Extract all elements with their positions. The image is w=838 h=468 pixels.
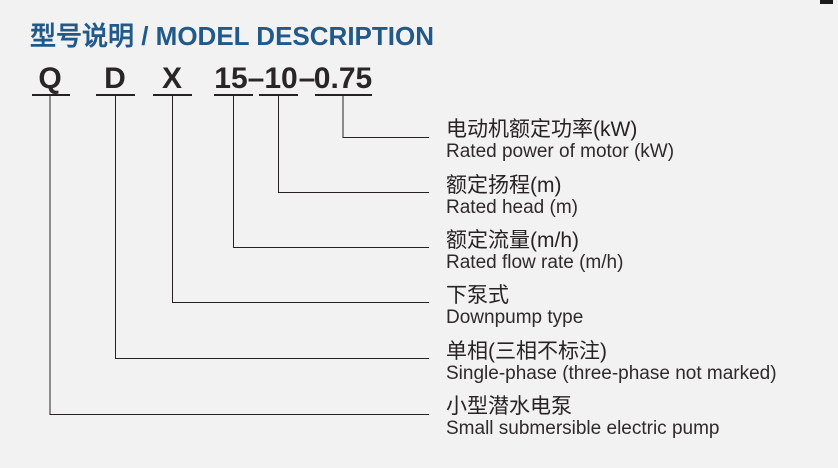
legend-label-en: Rated flow rate (m/h) [446,252,624,273]
legend-item-15: 额定流量(m/h)Rated flow rate (m/h) [446,230,623,273]
legend-item-D: 单相(三相不标注)Single-phase (three-phase not m… [446,341,777,384]
legend-label-zh: 额定扬程(m) [446,174,562,197]
corner-mark [820,0,833,4]
legend-label-en: Small submersible electric pump [446,418,720,439]
legend-label-zh: 额定流量(m/h) [446,229,579,252]
code-segment-power: 0.75 [313,62,373,95]
legend-item-10: 额定扬程(m)Rated head (m) [446,175,578,218]
leader-lines [49,95,429,416]
code-segment-pump-type: X [161,62,183,95]
legend-label-en: Single-phase (three-phase not marked) [446,363,777,384]
legend-item-0.75: 电动机额定功率(kW)Rated power of motor (kW) [446,119,674,162]
code-segment-series: Q [38,62,62,95]
legend-label-zh: 小型潜水电泵 [446,395,572,418]
page-title: 型号说明 / MODEL DESCRIPTION [30,21,434,51]
legend-label-zh: 单相(三相不标注) [446,340,607,363]
code-segment-flow-head: 15–10 [214,62,298,95]
legend-label-en: Rated head (m) [446,197,579,218]
legend-label-zh: 电动机额定功率(kW) [446,118,638,141]
code-segment-phase: D [104,62,126,95]
legend-label-zh: 下泵式 [446,284,509,307]
legend-label-en: Rated power of motor (kW) [446,141,675,162]
code-segment-separator-dash: – [298,62,316,95]
legend-label-en: Downpump type [446,307,584,328]
